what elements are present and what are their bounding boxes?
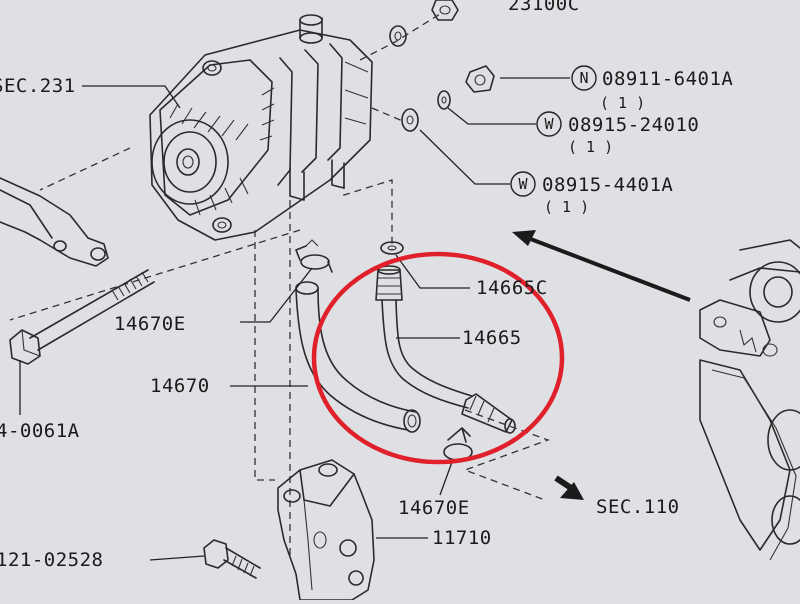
label-11710: 11710	[432, 527, 492, 549]
sec110-arrow	[554, 475, 584, 500]
clamp-14670e-top	[295, 239, 333, 273]
hose-14670	[295, 281, 421, 433]
nut-code: N	[579, 69, 588, 87]
washer1-code: W	[544, 115, 554, 133]
label-14670e-bottom: 14670E	[398, 497, 470, 519]
highlight-circle	[311, 251, 565, 465]
label-bolt-left: 4-0061A	[0, 420, 80, 442]
labels: 23100C SEC.231 N 08911-6401A ( 1 ) W 089…	[0, 0, 733, 571]
clamp-14670e-bottom	[443, 427, 473, 461]
label-14665: 14665	[462, 327, 522, 349]
label-washer2-part: 08915-4401A	[542, 174, 673, 196]
nut-code-circle	[571, 65, 597, 91]
left-bracket	[0, 177, 109, 267]
washer-14665c	[380, 241, 404, 255]
tube-14665	[375, 265, 516, 434]
label-sec110: SEC.110	[596, 496, 680, 518]
label-14665c: 14665C	[476, 277, 548, 299]
label-14670: 14670	[150, 375, 210, 397]
engine-right	[699, 239, 800, 561]
label-14670e-left: 14670E	[114, 313, 186, 335]
washer2-code-circle	[510, 171, 536, 197]
label-washer1-part: 08915-24010	[568, 114, 699, 136]
assembly-lines	[9, 13, 441, 560]
leader-lines	[19, 77, 570, 561]
washer1-code-circle	[536, 111, 562, 137]
label-nut-qty: ( 1 )	[600, 94, 645, 112]
bracket-11710	[277, 459, 375, 601]
label-sec231: SEC.231	[0, 75, 76, 97]
label-nut-part: 08911-6401A	[602, 68, 733, 90]
long-bolt	[9, 269, 155, 365]
bottom-bolt	[203, 539, 261, 579]
washer2-code: W	[518, 175, 528, 193]
label-washer1-qty: ( 1 )	[568, 138, 613, 156]
label-23100c: 23100C	[508, 0, 580, 15]
sec110-dash	[463, 409, 550, 501]
label-washer2-qty: ( 1 )	[544, 198, 589, 216]
hardware-top	[389, 0, 495, 132]
label-bolt-bottom: 121-02528	[0, 549, 103, 571]
alternator	[149, 14, 373, 241]
direction-arrow	[512, 230, 691, 302]
